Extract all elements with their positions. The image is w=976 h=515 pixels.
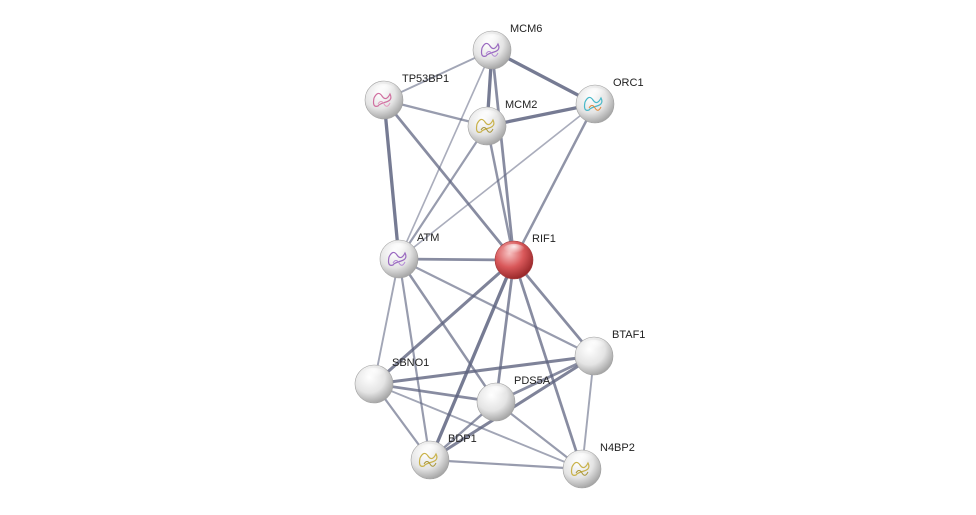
node-label-mcm6: MCM6 xyxy=(510,23,542,35)
edge-tp53bp1-rif1[interactable] xyxy=(382,98,516,262)
node-pds5a[interactable]: PDS5A xyxy=(476,375,551,422)
edge-atm-btaf1[interactable] xyxy=(397,257,596,358)
edge-mcm6-orc1[interactable] xyxy=(490,48,597,106)
node-n4bp2[interactable]: N4BP2 xyxy=(562,442,635,489)
node-label-mcm2: MCM2 xyxy=(505,99,537,111)
edge-mcm6-tp53bp1[interactable] xyxy=(383,49,493,101)
edge-rif1-n4bp2[interactable] xyxy=(512,258,584,471)
node-label-atm: ATM xyxy=(417,232,439,244)
node-label-bdp1: BDP1 xyxy=(448,433,477,445)
node-highlight xyxy=(582,339,606,354)
edge-btaf1-sbno1[interactable] xyxy=(372,354,596,386)
node-highlight xyxy=(387,242,411,257)
edge-rif1-bdp1[interactable] xyxy=(428,258,516,462)
node-label-btaf1: BTAF1 xyxy=(612,329,645,341)
node-highlight xyxy=(484,385,508,400)
edge-mcm2-atm[interactable] xyxy=(397,124,489,261)
node-bdp1[interactable]: BDP1 xyxy=(410,433,477,480)
edge-atm-pds5a[interactable] xyxy=(397,257,498,404)
edge-orc1-rif1[interactable] xyxy=(512,102,597,262)
edge-mcm2-rif1[interactable] xyxy=(485,124,516,262)
edge-atm-sbno1[interactable] xyxy=(373,258,400,385)
node-highlight xyxy=(583,87,607,102)
node-highlight xyxy=(418,443,442,458)
edge-bdp1-n4bp2[interactable] xyxy=(428,458,584,471)
node-btaf1[interactable]: BTAF1 xyxy=(574,329,645,376)
node-mcm2[interactable]: MCM2 xyxy=(467,99,537,146)
node-label-rif1: RIF1 xyxy=(532,233,556,245)
edge-rif1-sbno1[interactable] xyxy=(372,258,516,386)
edge-mcm6-atm[interactable] xyxy=(398,49,493,260)
edge-tp53bp1-atm[interactable] xyxy=(382,98,401,261)
node-sbno1[interactable]: SBNO1 xyxy=(354,357,429,404)
node-highlight xyxy=(372,83,396,98)
edge-rif1-pds5a[interactable] xyxy=(494,258,516,404)
node-highlight xyxy=(480,33,504,48)
node-rif1[interactable]: RIF1 xyxy=(494,233,556,280)
node-mcm6[interactable]: MCM6 xyxy=(472,23,542,70)
node-label-n4bp2: N4BP2 xyxy=(600,442,635,454)
edge-sbno1-n4bp2[interactable] xyxy=(373,383,583,470)
edge-mcm6-rif1[interactable] xyxy=(490,48,516,262)
node-highlight xyxy=(362,367,386,382)
node-label-tp53bp1: TP53BP1 xyxy=(402,73,449,85)
node-atm[interactable]: ATM xyxy=(379,232,439,279)
node-label-sbno1: SBNO1 xyxy=(392,357,429,369)
node-label-pds5a: PDS5A xyxy=(514,375,551,387)
node-highlight xyxy=(475,109,499,124)
node-label-orc1: ORC1 xyxy=(613,77,644,89)
node-orc1[interactable]: ORC1 xyxy=(575,77,644,124)
node-tp53bp1[interactable]: TP53BP1 xyxy=(364,73,449,120)
edge-atm-bdp1[interactable] xyxy=(397,257,432,462)
node-highlight xyxy=(570,452,594,467)
node-highlight xyxy=(502,243,526,258)
edge-sbno1-pds5a[interactable] xyxy=(372,382,498,404)
edge-rif1-btaf1[interactable] xyxy=(512,258,596,358)
edge-orc1-atm[interactable] xyxy=(398,103,596,260)
